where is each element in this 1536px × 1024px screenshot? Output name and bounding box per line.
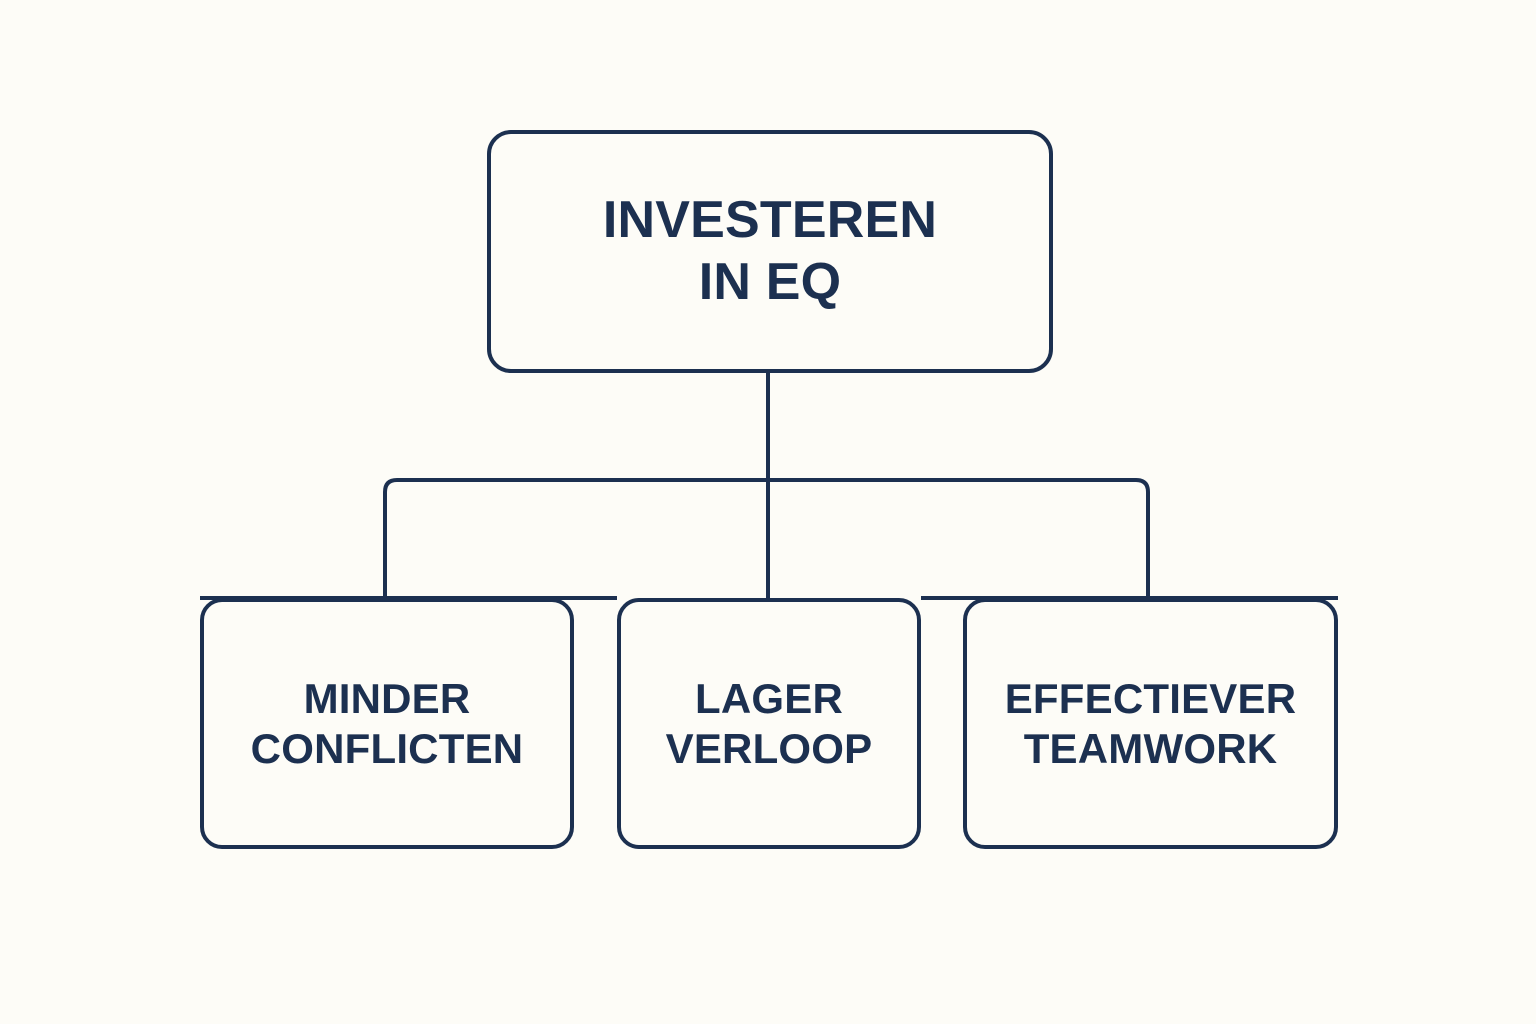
node-effectiever-teamwork[interactable]: EFFECTIEVER TEAMWORK: [963, 598, 1338, 849]
node-effectiever-teamwork-label: EFFECTIEVER TEAMWORK: [1004, 674, 1297, 772]
node-lager-verloop[interactable]: LAGER VERLOOP: [617, 598, 921, 849]
node-root-label: INVESTEREN IN EQ: [602, 191, 938, 311]
node-minder-conflicten[interactable]: MINDER CONFLICTEN: [200, 598, 574, 849]
node-root[interactable]: INVESTEREN IN EQ: [487, 130, 1053, 373]
connector-bus-left: [383, 478, 768, 598]
node-minder-conflicten-label: MINDER CONFLICTEN: [250, 674, 524, 772]
node-lager-verloop-label: LAGER VERLOOP: [665, 674, 873, 772]
connector-bus-right: [768, 478, 1150, 598]
